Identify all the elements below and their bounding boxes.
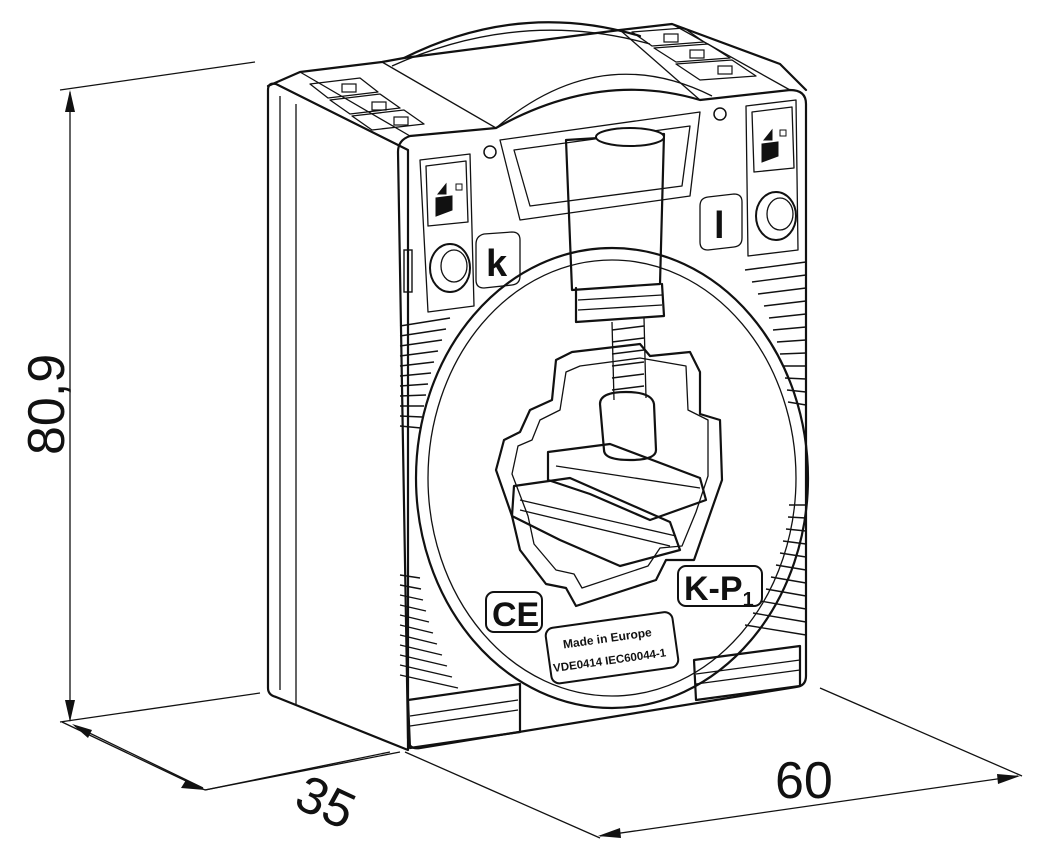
clamp-screw-assembly — [499, 111, 701, 462]
terminal-screw-icon — [755, 191, 797, 241]
right-ribs — [744, 261, 807, 636]
arrow-marking-icon — [435, 182, 453, 217]
terminal-label-l: l — [714, 205, 725, 247]
model-label: K-P1 — [677, 565, 763, 611]
dimension-width-label: 60 — [775, 752, 833, 810]
busbar-cradle — [494, 342, 724, 608]
model-text: K-P — [684, 570, 743, 608]
dimension-width: 60 — [404, 687, 1023, 839]
secondary-terminal-left: k — [403, 145, 521, 313]
dimension-depth: 35 — [61, 721, 401, 841]
transformer-housing — [266, 21, 808, 752]
mounting-feet — [406, 644, 802, 750]
left-ribs — [399, 317, 459, 689]
secondary-terminal-right: l — [699, 99, 799, 257]
dimension-height-label: 80,9 — [18, 354, 76, 455]
top-terminal-right — [631, 27, 757, 81]
terminal-screw-icon — [429, 243, 471, 293]
nameplate: Made in Europe VDE0414 IEC60044-1 — [544, 611, 680, 685]
ce-mark-icon: CE — [485, 591, 543, 634]
svg-text:K-P1: K-P1 — [684, 570, 754, 611]
ce-mark-label: CE — [492, 596, 539, 634]
dimension-depth-label: 35 — [287, 764, 364, 841]
dimension-height: 80,9 — [18, 61, 261, 723]
primary-conductor-window — [414, 246, 810, 710]
model-subscript: 1 — [743, 589, 754, 611]
terminal-label-k: k — [486, 243, 508, 285]
top-terminal-left — [309, 77, 425, 131]
